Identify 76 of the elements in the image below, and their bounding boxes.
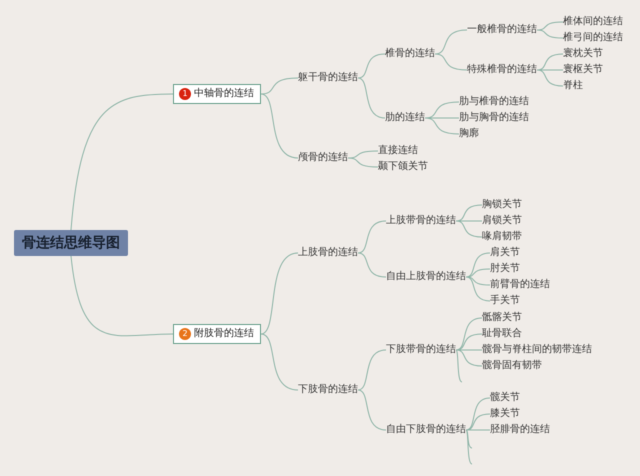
topic-label: 自由上肢骨的连结 — [386, 271, 466, 283]
branch-line — [456, 220, 482, 238]
branch-line — [466, 276, 490, 302]
topic-label: 寰枕关节 — [563, 48, 603, 60]
topic-label: 特殊椎骨的连结 — [467, 64, 537, 76]
topic-label: 膝关节 — [490, 408, 520, 420]
topic-label: 下肢带骨的连结 — [386, 344, 456, 356]
topic-label: 肩关节 — [490, 247, 520, 259]
topic-label: 颅骨的连结 — [298, 152, 348, 164]
branch-line — [536, 54, 564, 70]
branch-line — [456, 350, 482, 366]
branch-line — [260, 94, 298, 158]
number-badge: 1 — [179, 88, 191, 100]
topic-label: 椎体间的连结 — [563, 16, 623, 28]
number-badge: 2 — [179, 328, 191, 340]
branch-line — [466, 398, 490, 430]
topic-label: 脊柱 — [563, 80, 583, 92]
topic-label: 中轴骨的连结 — [194, 87, 254, 101]
branch-line — [536, 30, 564, 38]
branch-line — [456, 220, 482, 222]
branch-line — [456, 350, 462, 382]
topic-label: 肋的连结 — [385, 112, 425, 124]
topic-label: 椎骨的连结 — [385, 48, 435, 60]
topic-label: 上肢带骨的连结 — [386, 215, 456, 227]
central-topic: 骨连结思维导图 — [14, 230, 128, 256]
topic-label: 胸廓 — [459, 128, 479, 140]
topic-label: 上肢骨的连结 — [298, 247, 358, 259]
branch-line — [260, 252, 298, 334]
topic-label: 髋关节 — [490, 392, 520, 404]
topic-label: 下肢骨的连结 — [298, 384, 358, 396]
topic-box — [173, 84, 261, 104]
branch-line — [456, 204, 482, 222]
topic-label: 髋骨固有韧带 — [482, 360, 542, 372]
topic-label: 喙肩韧带 — [482, 231, 522, 243]
branch-line — [466, 414, 490, 430]
branch-line — [466, 430, 472, 464]
topic-label: 手关节 — [490, 295, 520, 307]
topic-label: 骶髂关节 — [482, 312, 522, 324]
branch-line — [466, 252, 490, 278]
topic-label: 肋与椎骨的连结 — [459, 96, 529, 108]
branch-line — [358, 350, 386, 390]
topic-label: 胸锁关节 — [482, 199, 522, 211]
branch-line — [434, 30, 468, 54]
topic-label: 胫腓骨的连结 — [490, 424, 550, 436]
branch-line — [466, 430, 472, 448]
branch-line — [358, 54, 386, 78]
topic-label: 肘关节 — [490, 263, 520, 275]
topic-label: 颞下颌关节 — [378, 161, 428, 173]
topic-label: 前臂骨的连结 — [490, 279, 550, 291]
branch-line — [348, 158, 378, 168]
branch-line — [456, 318, 482, 350]
branch-line — [424, 118, 460, 134]
topic-box — [173, 324, 261, 344]
topic-label: 肋与胸骨的连结 — [459, 112, 529, 124]
branch-line — [260, 334, 298, 390]
topic-label: 躯干骨的连结 — [298, 72, 358, 84]
topic-label: 耻骨联合 — [482, 328, 522, 340]
branch-line — [358, 252, 386, 278]
branch-line — [466, 276, 490, 286]
branch-line — [536, 70, 564, 86]
branch-line — [70, 256, 174, 336]
topic-label: 髋骨与脊柱间的韧带连结 — [482, 344, 592, 356]
branch-line — [358, 390, 386, 430]
topic-label: 附肢骨的连结 — [194, 327, 254, 341]
branch-line — [358, 220, 386, 254]
branch-line — [260, 78, 298, 94]
topic-label: 直接连结 — [378, 145, 418, 157]
topic-label: 椎弓间的连结 — [563, 32, 623, 44]
topic-label: 肩锁关节 — [482, 215, 522, 227]
branch-line — [358, 78, 386, 118]
topic-label: 自由下肢骨的连结 — [386, 424, 466, 436]
branch-line — [70, 94, 174, 230]
branch-line — [456, 334, 482, 350]
branch-line — [434, 54, 468, 70]
topic-label: 一般椎骨的连结 — [467, 24, 537, 36]
topic-label: 寰枢关节 — [563, 64, 603, 76]
